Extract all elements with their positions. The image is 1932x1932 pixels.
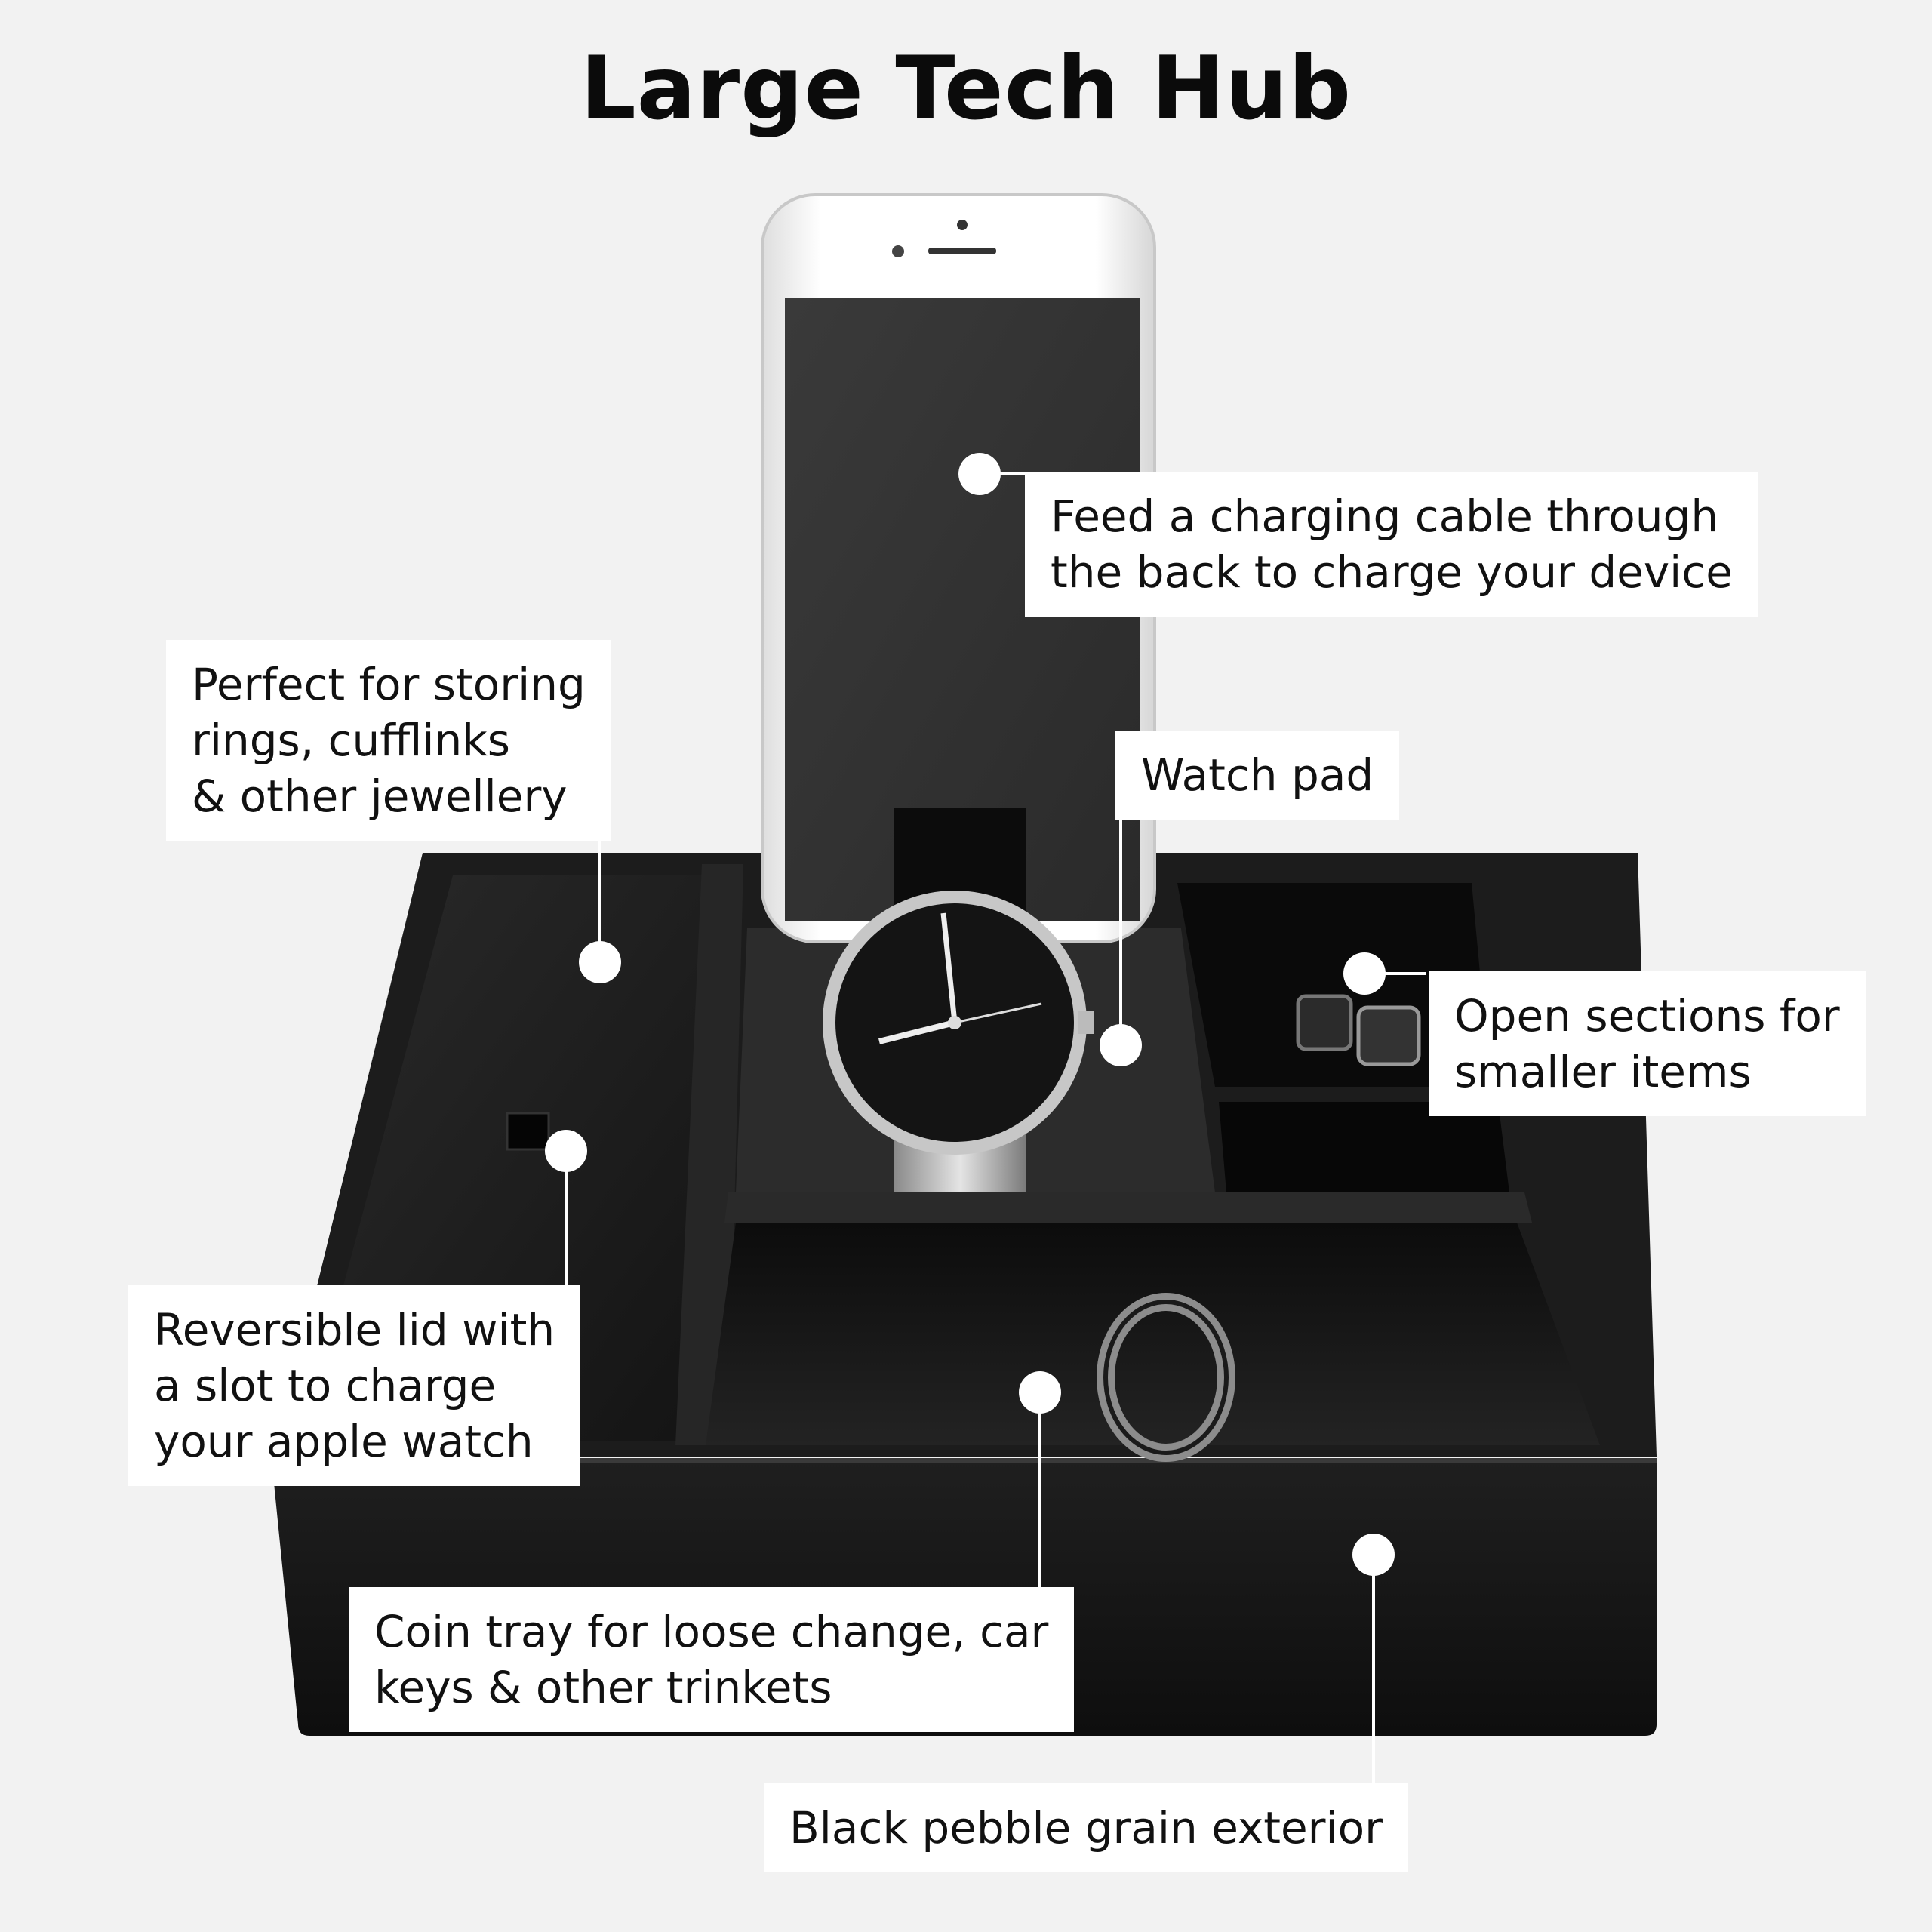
watch (823, 808, 1094, 1192)
cufflinks (1296, 994, 1421, 1066)
label-reversible-lid: Reversible lid with a slot to charge you… (128, 1285, 581, 1486)
marker-coin-tray (1019, 1371, 1061, 1414)
marker-open-sections (1343, 952, 1386, 995)
open-section-lower (1219, 1102, 1509, 1192)
marker-charging-cable (958, 453, 1001, 495)
leader-lines (565, 472, 1426, 1789)
markers (545, 453, 1395, 1576)
label-coin-tray: Coin tray for loose change, car keys & o… (349, 1587, 1075, 1732)
label-jewellery: Perfect for storing rings, cufflinks & o… (166, 640, 611, 841)
label-open-sections: Open sections for smaller items (1429, 971, 1866, 1116)
label-charging-cable: Feed a charging cable through the back t… (1025, 472, 1758, 617)
ring (1097, 1293, 1235, 1462)
marker-jewellery (579, 941, 621, 983)
watch-slot (506, 1112, 550, 1151)
label-watch-pad: Watch pad (1115, 731, 1400, 820)
marker-exterior (1352, 1534, 1395, 1576)
coin-tray-area (706, 1223, 1600, 1445)
label-exterior: Black pebble grain exterior (764, 1783, 1408, 1872)
page-title: Large Tech Hub (580, 38, 1352, 140)
marker-reversible-lid (545, 1130, 587, 1172)
marker-watch-pad (1100, 1024, 1142, 1066)
